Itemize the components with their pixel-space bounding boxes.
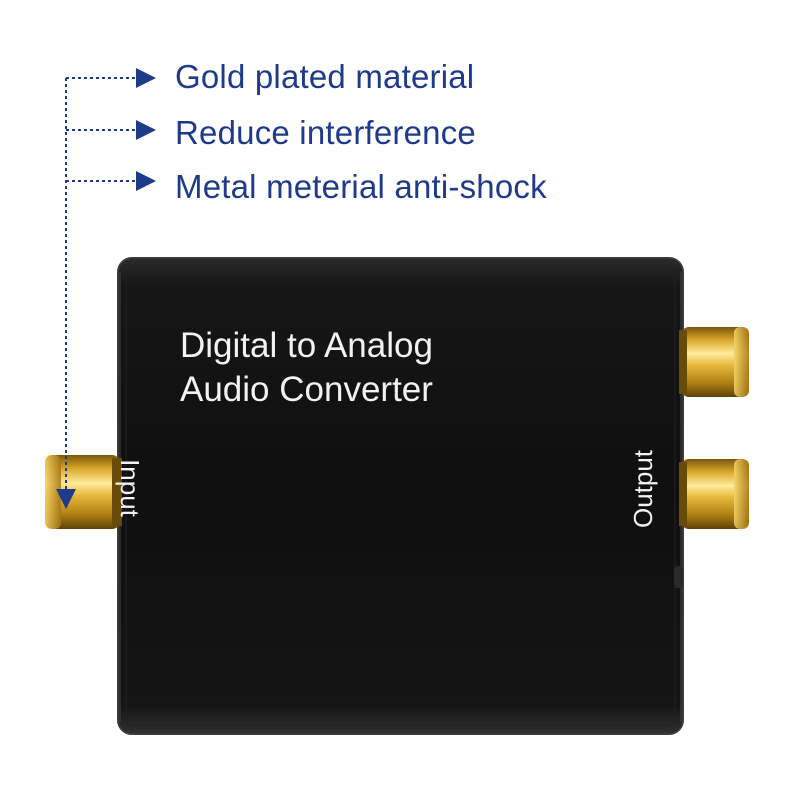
device-title: Digital to Analog Audio Converter <box>180 324 433 412</box>
input-port-label: Input <box>114 459 145 517</box>
callout-connectors <box>56 68 156 509</box>
device-title-line-2: Audio Converter <box>180 370 433 409</box>
callout-reduce-interference: Reduce interference <box>175 114 476 151</box>
output-jack-bottom <box>679 459 749 529</box>
callout-metal-material: Metal meterial anti-shock <box>175 168 547 205</box>
callout-gold-plated: Gold plated material <box>175 58 475 95</box>
output-jack-top <box>679 327 749 397</box>
output-port-label: Output <box>628 449 659 529</box>
side-switch <box>674 566 683 588</box>
input-jack <box>45 455 122 529</box>
device-title-line-1: Digital to Analog <box>180 326 433 365</box>
